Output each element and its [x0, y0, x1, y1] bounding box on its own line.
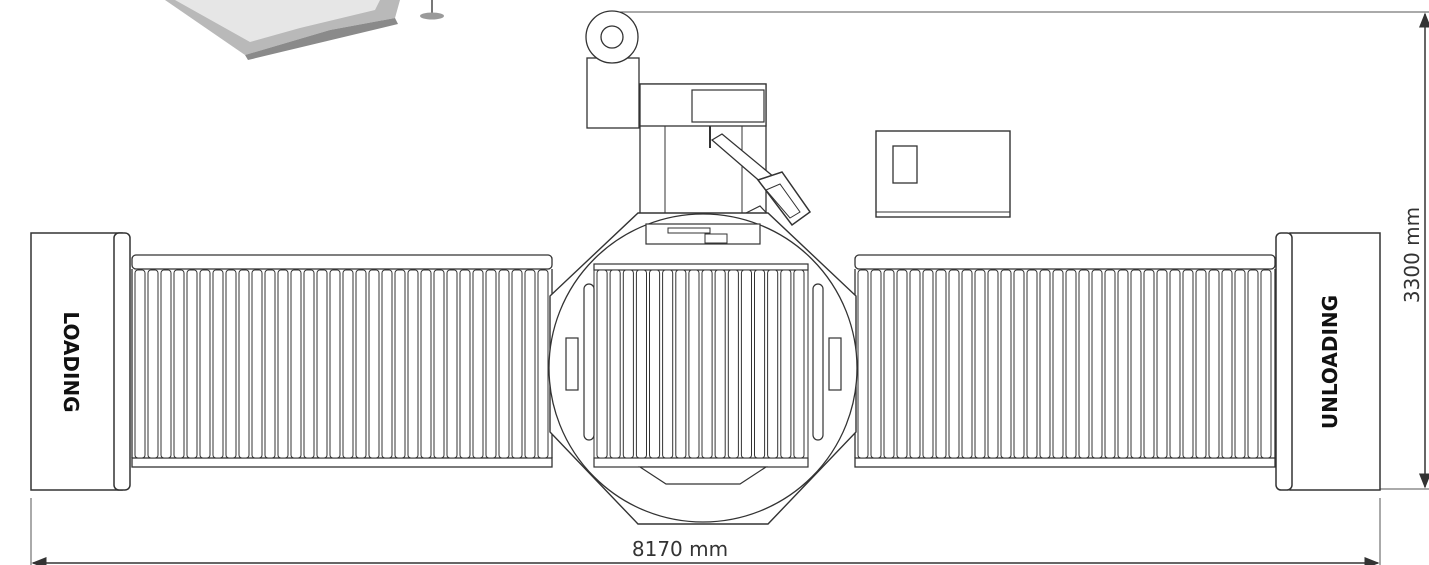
roller	[596, 269, 608, 459]
roller	[524, 269, 536, 459]
roller	[662, 269, 674, 459]
roller	[1078, 269, 1090, 459]
right-conveyor-rollers	[857, 269, 1272, 459]
roller	[609, 269, 621, 459]
loading-label: LOADING	[59, 311, 83, 412]
roller	[1156, 269, 1168, 459]
turntable	[548, 212, 858, 525]
roller	[368, 269, 380, 459]
roller	[1091, 269, 1103, 459]
wrapping-mast	[639, 83, 767, 219]
roller	[498, 269, 510, 459]
roller	[622, 269, 634, 459]
roller	[948, 269, 960, 459]
width-dimension-label: 8170 mm	[632, 537, 728, 561]
roller	[1208, 269, 1220, 459]
roller	[714, 269, 726, 459]
roller	[1234, 269, 1246, 459]
height-dimension-label: 3300 mm	[1400, 207, 1424, 303]
roller	[290, 269, 302, 459]
roller	[1026, 269, 1038, 459]
roller	[793, 269, 805, 459]
roller	[1221, 269, 1233, 459]
roller	[922, 269, 934, 459]
roller	[1000, 269, 1012, 459]
roller	[1039, 269, 1051, 459]
cropped-equipment-render	[165, 0, 444, 60]
roller	[727, 269, 739, 459]
roller	[754, 269, 766, 459]
roller	[987, 269, 999, 459]
roller	[225, 269, 237, 459]
roller	[173, 269, 185, 459]
roller	[316, 269, 328, 459]
roller	[935, 269, 947, 459]
roller	[420, 269, 432, 459]
roller	[1130, 269, 1142, 459]
roller	[433, 269, 445, 459]
roller	[329, 269, 341, 459]
roller	[355, 269, 367, 459]
roller	[446, 269, 458, 459]
roller	[1260, 269, 1272, 459]
roller	[675, 269, 687, 459]
roller	[1182, 269, 1194, 459]
roller	[394, 269, 406, 459]
roller	[974, 269, 986, 459]
roller	[1169, 269, 1181, 459]
unloading-station	[1275, 232, 1381, 491]
roller	[511, 269, 523, 459]
roller	[186, 269, 198, 459]
roller	[199, 269, 211, 459]
roller	[264, 269, 276, 459]
roller	[1013, 269, 1025, 459]
roller	[1117, 269, 1129, 459]
left-conveyor	[131, 254, 553, 468]
height-dimension	[614, 11, 1429, 490]
roller	[212, 269, 224, 459]
roller	[134, 269, 146, 459]
roller	[342, 269, 354, 459]
film-roll-unit	[585, 10, 640, 129]
roller	[277, 269, 289, 459]
roller	[961, 269, 973, 459]
roller	[251, 269, 263, 459]
roller	[896, 269, 908, 459]
roller	[459, 269, 471, 459]
roller	[147, 269, 159, 459]
roller	[485, 269, 497, 459]
roller	[160, 269, 172, 459]
roller	[701, 269, 713, 459]
width-dimension	[30, 498, 1381, 565]
roller	[472, 269, 484, 459]
roller	[238, 269, 250, 459]
roller	[857, 269, 869, 459]
roller	[688, 269, 700, 459]
roller	[909, 269, 921, 459]
roller	[1143, 269, 1155, 459]
unloading-label: UNLOADING	[1318, 295, 1342, 429]
roller	[767, 269, 779, 459]
loading-station	[30, 232, 131, 491]
roller	[740, 269, 753, 459]
roller	[381, 269, 393, 459]
roller	[1195, 269, 1207, 459]
right-conveyor	[854, 254, 1276, 468]
turntable-rollers	[596, 269, 805, 459]
roller	[537, 269, 549, 459]
roller	[1065, 269, 1077, 459]
roller	[649, 269, 661, 459]
roller	[635, 269, 648, 459]
roller	[303, 269, 315, 459]
roller	[1052, 269, 1064, 459]
roller	[883, 269, 895, 459]
control-cabinet	[875, 130, 1011, 218]
roller	[1247, 269, 1259, 459]
left-conveyor-rollers	[134, 269, 549, 459]
roller	[780, 269, 792, 459]
roller	[407, 269, 419, 459]
roller	[1104, 269, 1116, 459]
roller	[870, 269, 882, 459]
